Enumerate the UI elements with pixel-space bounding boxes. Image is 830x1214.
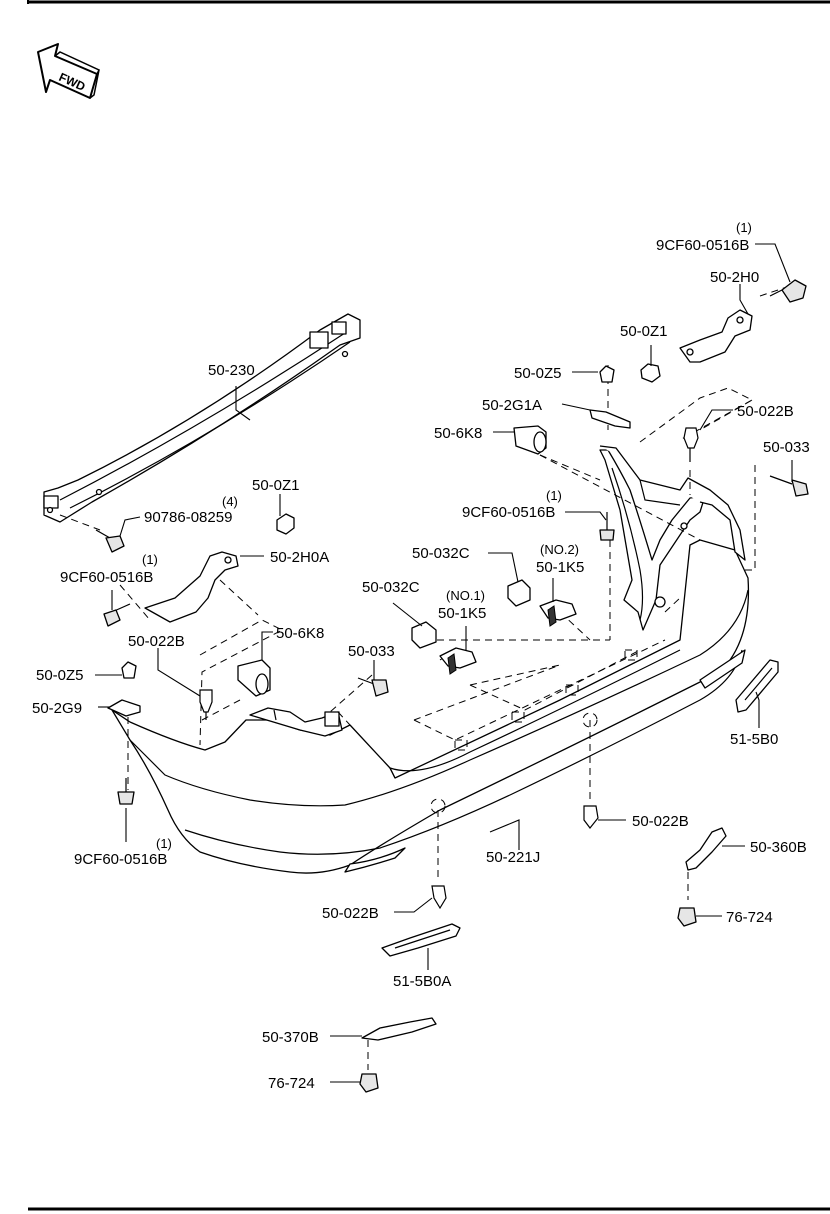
clip-bottom-part <box>431 885 447 910</box>
screw-top-right-part <box>769 279 807 303</box>
bracket-no2-part <box>539 599 577 627</box>
label-bolt-qty: (4) <box>222 494 238 509</box>
label-nut-right: 50-0Z1 <box>620 323 668 340</box>
label-spacer-right: 50-2G1A <box>482 397 542 414</box>
bolt-cap-left-part <box>411 621 437 649</box>
screw-center-part <box>599 512 615 541</box>
bumper-cover-part <box>111 445 750 874</box>
bracket-no1-part <box>439 647 477 675</box>
label-nut-bottom: 76-724 <box>268 1075 315 1092</box>
reflector-right-part <box>735 659 779 713</box>
label-screw-center: 9CF60-0516B <box>462 504 555 521</box>
label-clip-upper-right: 50-022B <box>737 403 794 420</box>
spacer-left-part <box>107 699 141 717</box>
retainer-left-part <box>121 661 137 679</box>
label-bolt: 90786-08259 <box>144 509 232 526</box>
bolt-part <box>95 529 125 553</box>
label-clip-lower-right: 50-022B <box>632 813 689 830</box>
label-bracket-no2: 50-1K5 <box>536 559 584 576</box>
label-screw-mid-left: 50-033 <box>348 643 395 660</box>
retainer-right-part <box>599 365 615 383</box>
screw-left-part <box>103 603 131 627</box>
bracket-right-part <box>679 309 753 363</box>
reflector-left-part <box>381 923 461 957</box>
screw-mid-left-part <box>357 677 389 697</box>
clip-upper-right-part <box>683 427 699 462</box>
screw-far-right-part <box>769 475 809 497</box>
label-bolt-cap-left: 50-032C <box>362 579 420 596</box>
label-reinforcement: 50-230 <box>208 362 255 379</box>
label-screw-bottom-left-qty: (1) <box>156 836 172 851</box>
label-bracket-right: 50-2H0 <box>710 269 759 286</box>
label-bracket-lower-right: 50-360B <box>750 839 807 856</box>
leader-lines <box>95 243 793 1083</box>
fwd-arrow-icon: FWD <box>37 43 101 99</box>
bracket-left-part <box>144 551 239 623</box>
label-reflector-left: 51-5B0A <box>393 973 451 990</box>
nut-left-part <box>276 513 295 535</box>
rear-reinforcement-part <box>43 313 361 523</box>
absorber-right-part <box>513 425 547 455</box>
label-bracket-no1-tag: (NO.1) <box>446 588 485 603</box>
label-clip-left: 50-022B <box>128 633 185 650</box>
label-bracket-no1: 50-1K5 <box>438 605 486 622</box>
label-nut-lower-right: 76-724 <box>726 909 773 926</box>
absorber-left-part <box>237 659 271 697</box>
screw-bottom-left-part <box>117 778 135 805</box>
bolt-cap-right-part <box>507 579 531 607</box>
bracket-lower-left-part <box>361 1017 437 1041</box>
label-clip-bottom: 50-022B <box>322 905 379 922</box>
label-screw-center-qty: (1) <box>546 488 562 503</box>
bracket-lower-right-part <box>685 827 727 871</box>
label-spacer-left: 50-2G9 <box>32 700 82 717</box>
label-screw-left: 9CF60-0516B <box>60 569 153 586</box>
label-bolt-cap-right: 50-032C <box>412 545 470 562</box>
label-nut-left: 50-0Z1 <box>252 477 300 494</box>
label-bumper-cover: 50-221J <box>486 849 540 866</box>
nut-right-part <box>640 363 661 383</box>
label-screw-left-qty: (1) <box>142 552 158 567</box>
nut-bottom-part <box>359 1073 379 1093</box>
label-bracket-no2-tag: (NO.2) <box>540 542 579 557</box>
label-screw-top-right-qty: (1) <box>736 220 752 235</box>
label-bracket-left: 50-2H0A <box>270 549 329 566</box>
clip-left-part <box>199 689 213 720</box>
nut-lower-right-part <box>677 907 697 927</box>
label-screw-far-right: 50-033 <box>763 439 810 456</box>
label-screw-bottom-left: 9CF60-0516B <box>74 851 167 868</box>
label-retainer-right: 50-0Z5 <box>514 365 562 382</box>
label-absorber-right: 50-6K8 <box>434 425 482 442</box>
clip-lower-right-part <box>583 805 599 829</box>
label-retainer-left: 50-0Z5 <box>36 667 84 684</box>
label-absorber-left: 50-6K8 <box>276 625 324 642</box>
label-screw-top-right: 9CF60-0516B <box>656 237 749 254</box>
clip-location-marks <box>430 649 638 814</box>
spacer-right-part <box>589 409 631 429</box>
label-reflector-right: 51-5B0 <box>730 731 778 748</box>
label-bracket-lower-left: 50-370B <box>262 1029 319 1046</box>
